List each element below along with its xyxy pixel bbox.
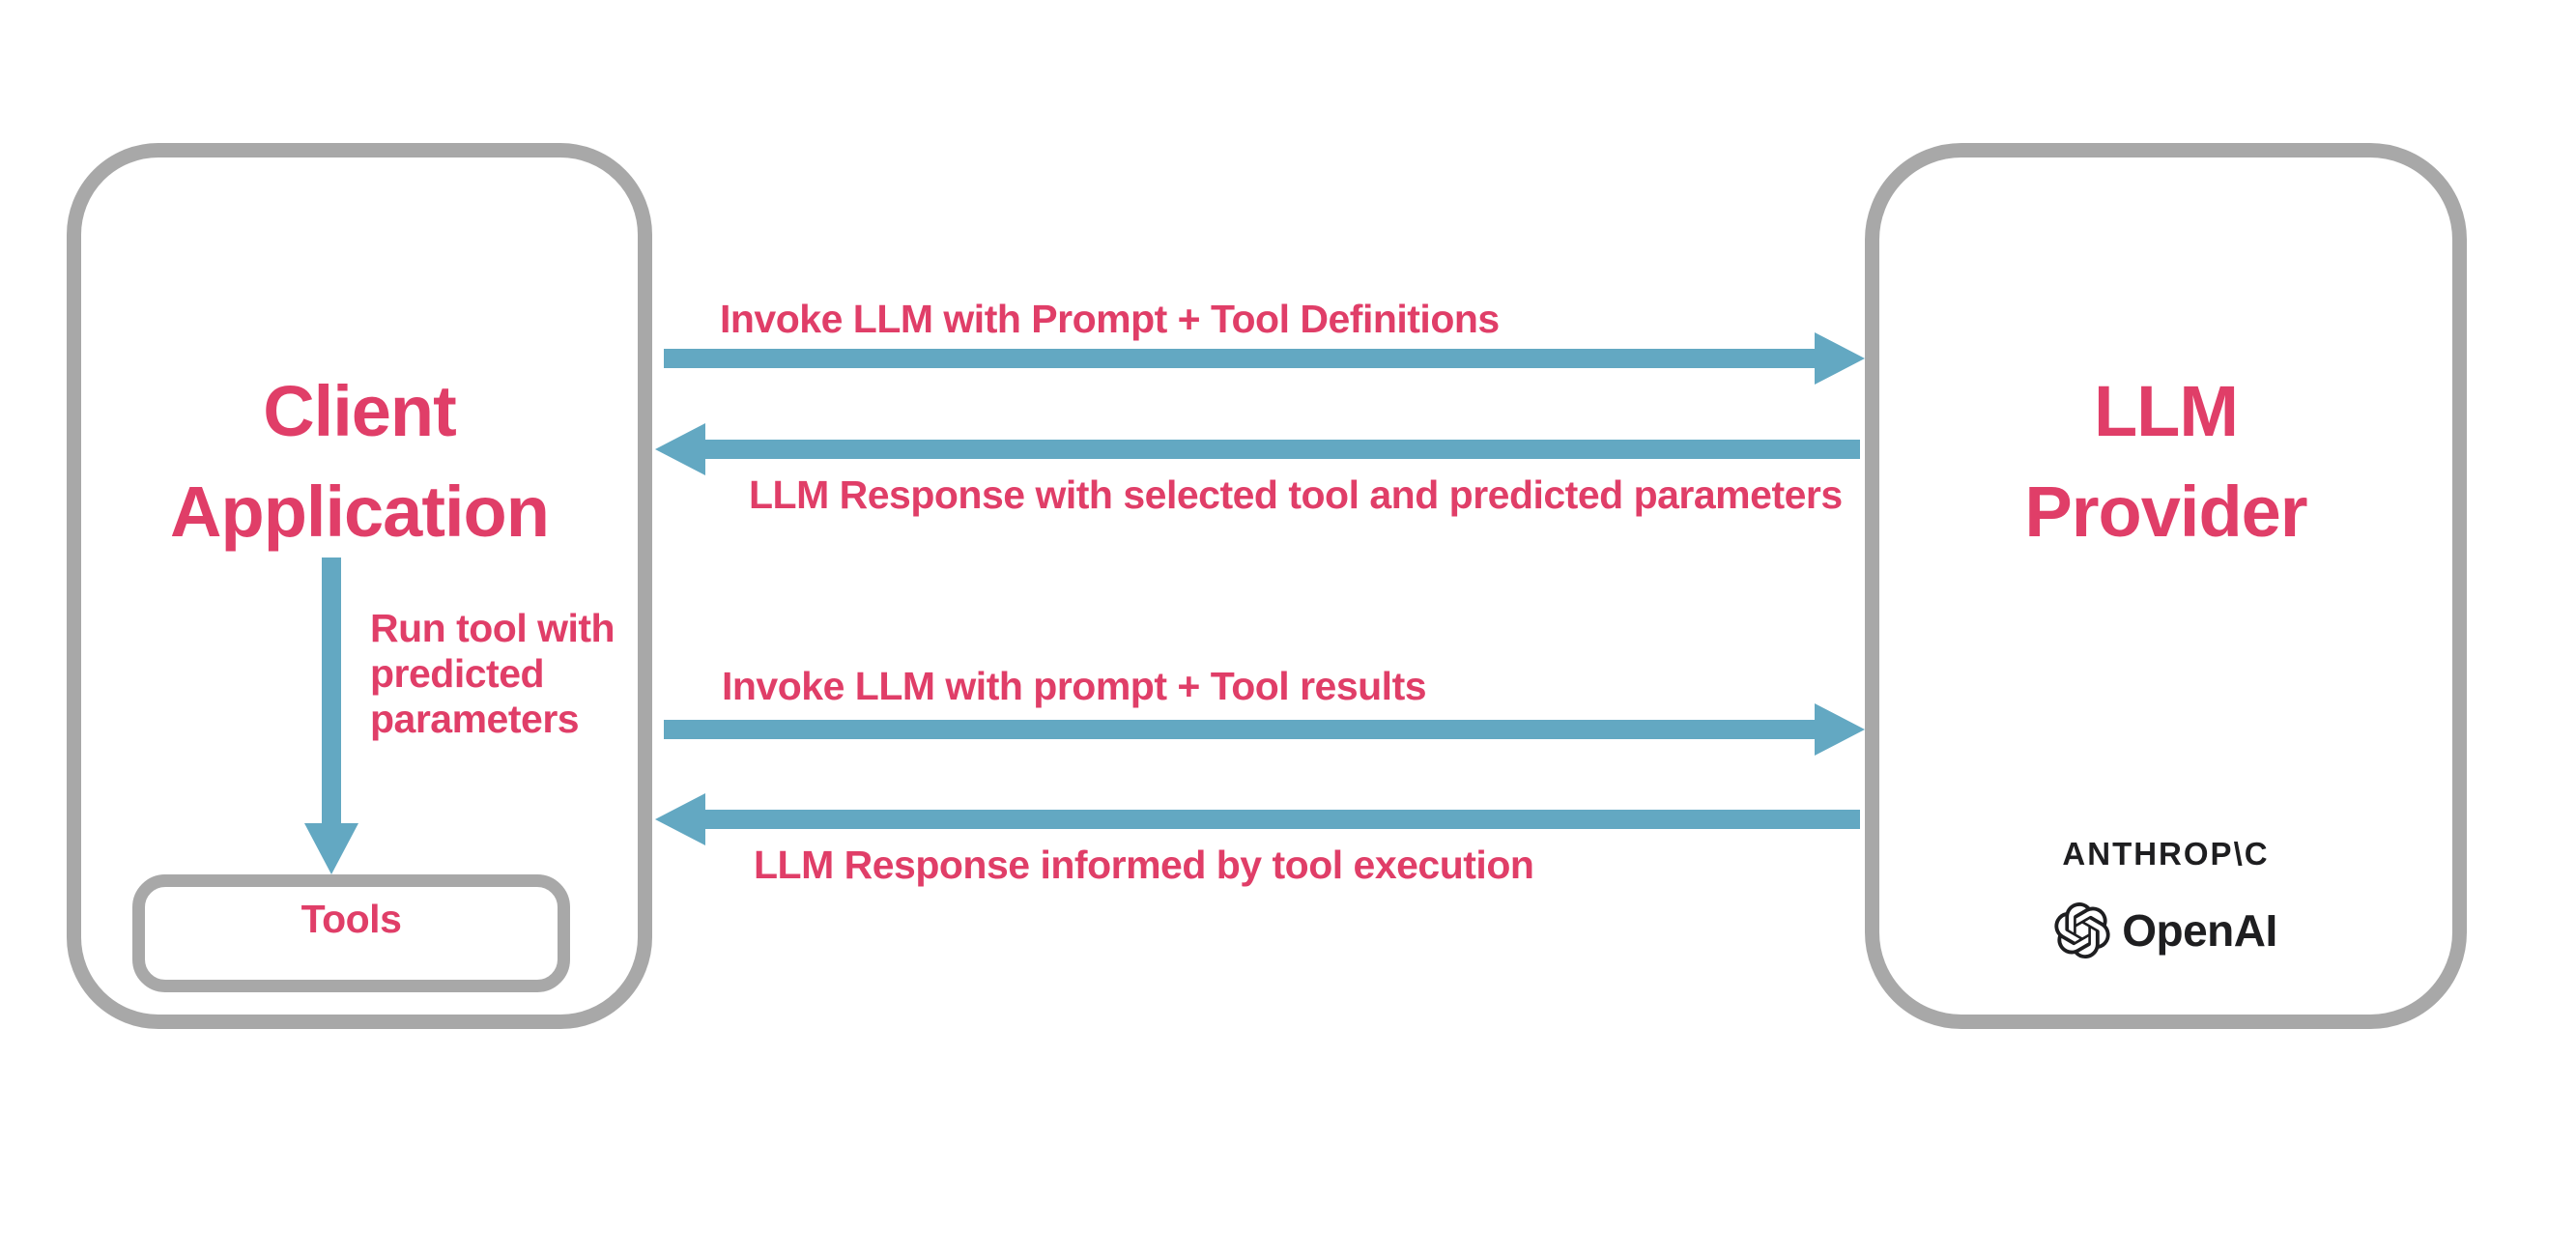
openai-wordmark: OpenAI xyxy=(2122,905,2277,956)
label-invoke-llm-tool-results: Invoke LLM with prompt + Tool results xyxy=(722,664,1427,708)
provider-logos: ANTHROP\C OpenAI xyxy=(1865,835,2467,958)
client-application-title: Client Application xyxy=(67,361,652,562)
llm-title-line-2: Provider xyxy=(2024,472,2307,552)
llm-provider-box xyxy=(1865,143,2467,1029)
openai-icon xyxy=(2054,902,2110,958)
client-title-line-2: Application xyxy=(170,472,550,552)
openai-logo: OpenAI xyxy=(2054,902,2277,958)
label-invoke-llm-definitions: Invoke LLM with Prompt + Tool Definition… xyxy=(720,297,1500,341)
label-llm-response-selected-tool: LLM Response with selected tool and pred… xyxy=(749,472,1843,517)
arrow-llm-response-tool-execution xyxy=(655,793,1860,845)
arrow-run-tool-down xyxy=(304,558,358,874)
tools-label: Tools xyxy=(301,897,402,941)
tools-box: Tools xyxy=(132,874,570,992)
anthropic-wordmark: ANTHROP\C xyxy=(2062,836,2270,872)
arrow-invoke-llm-tool-results xyxy=(664,703,1865,756)
label-llm-response-tool-execution: LLM Response informed by tool execution xyxy=(754,843,1534,887)
llm-title-line-1: LLM xyxy=(2093,371,2239,451)
arrow-invoke-llm-definitions xyxy=(664,332,1865,385)
client-title-line-1: Client xyxy=(263,371,457,451)
llm-provider-title: LLM Provider xyxy=(1865,361,2467,562)
arrow-llm-response-selected-tool xyxy=(655,423,1860,475)
label-run-tool: Run tool with predicted parameters xyxy=(370,606,615,741)
